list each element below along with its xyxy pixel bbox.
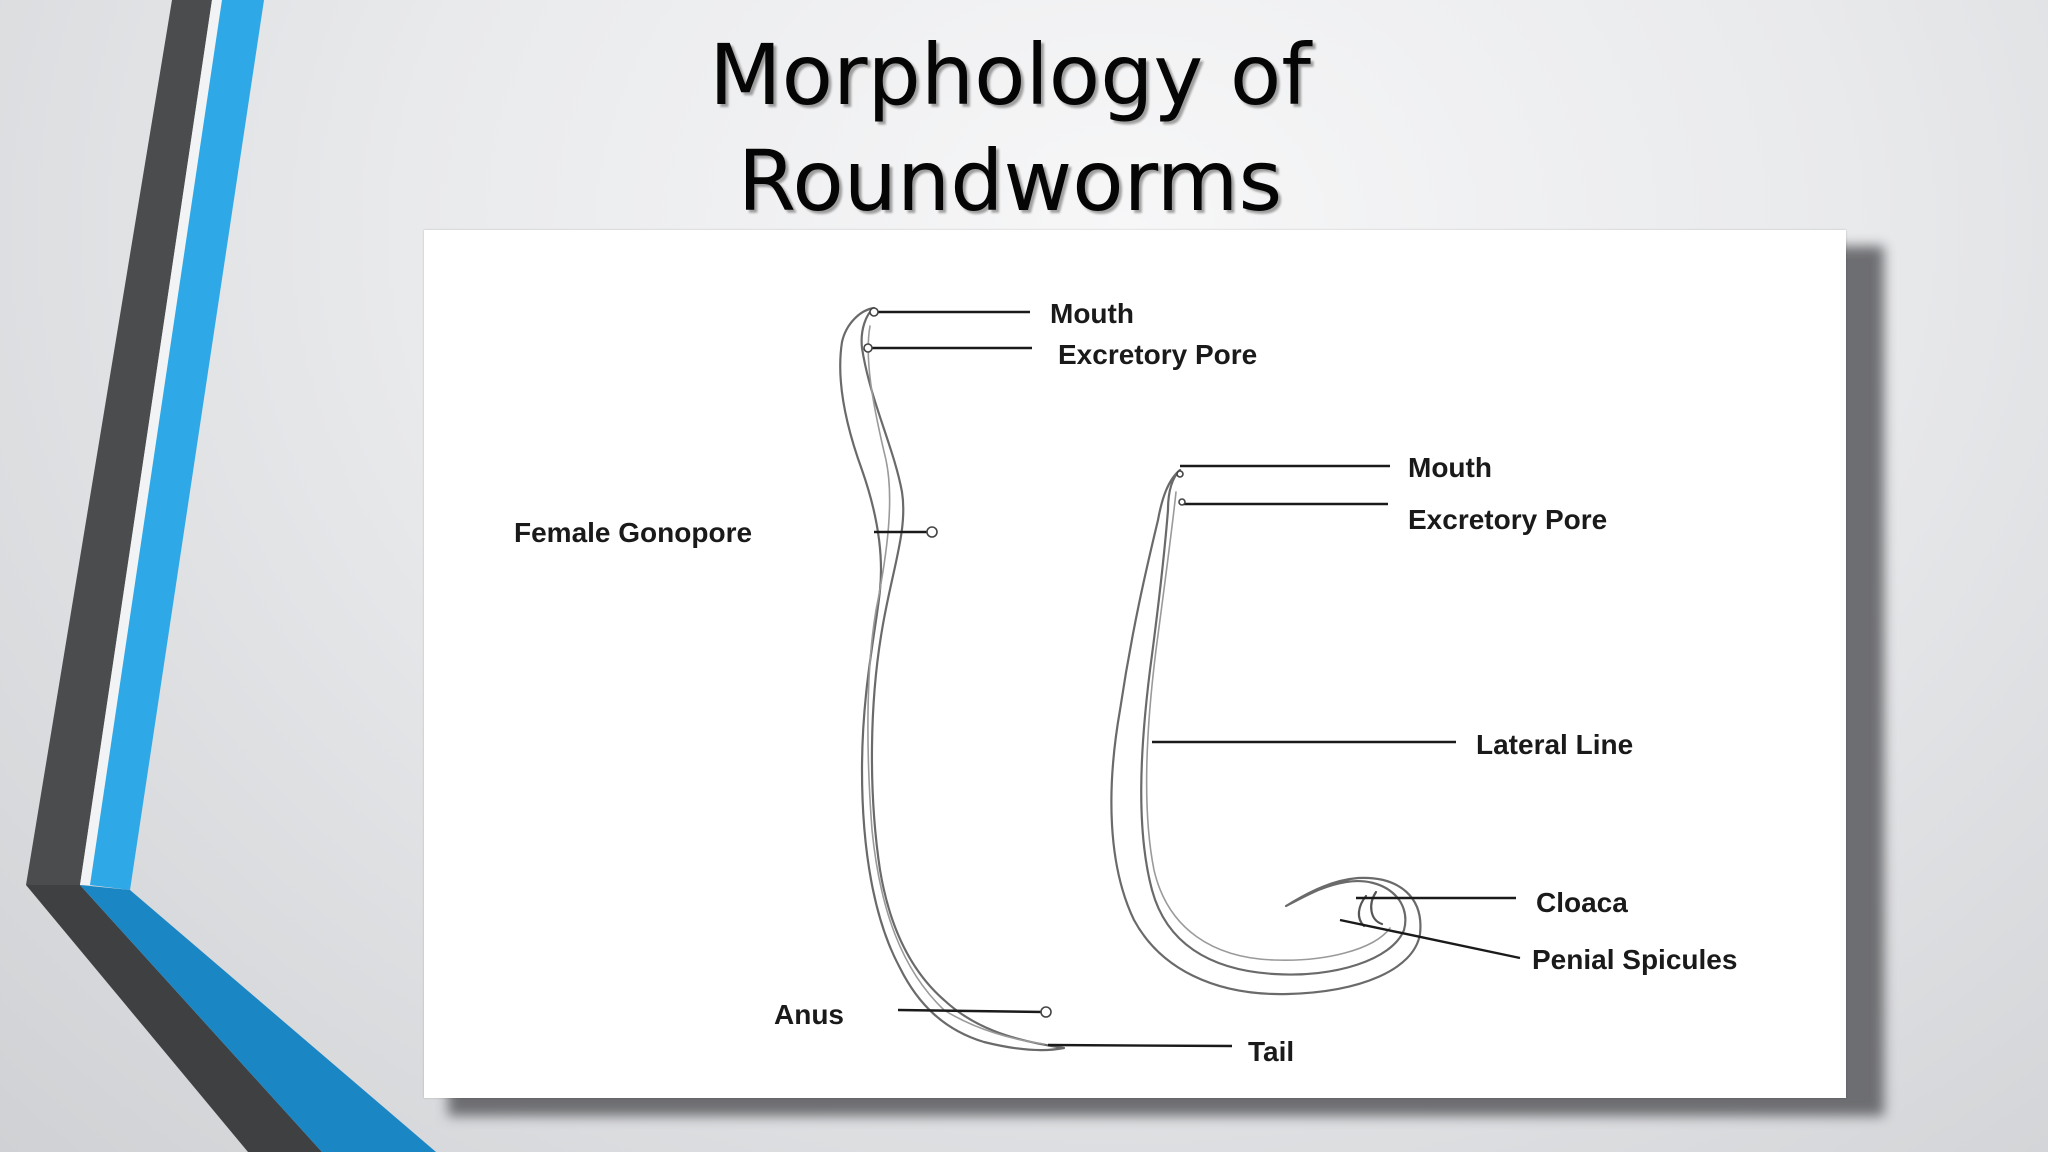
female-excretory-dot (863, 343, 873, 353)
label-male-penial-spicules: Penial Spicules (1532, 944, 1737, 975)
label-male-excretory-pore: Excretory Pore (1408, 504, 1607, 535)
blue-chevron (80, 885, 436, 1152)
page-title: Morphology of Roundworms (560, 22, 1460, 234)
dark-chevron (26, 885, 322, 1152)
label-female-excretory-pore: Excretory Pore (1058, 339, 1257, 370)
label-male-mouth: Mouth (1408, 452, 1492, 483)
label-male-cloaca: Cloaca (1536, 887, 1628, 918)
female-worm-inner-line (867, 325, 1045, 1045)
male-worm-body (1110, 468, 1422, 996)
roundworm-diagram: Mouth Excretory Pore Female Gonopore Anu… (424, 230, 1846, 1098)
title-line-1: Morphology of (709, 26, 1311, 124)
female-gonopore-dot (926, 526, 938, 538)
blue-stripe (90, 0, 264, 890)
label-male-lateral-line: Lateral Line (1476, 729, 1633, 760)
male-mouth-dot (1176, 470, 1184, 478)
leader-female-tail (1047, 1043, 1233, 1048)
leader-male-spicules (1339, 918, 1521, 960)
dark-stripe (26, 0, 212, 885)
label-female-anus: Anus (774, 999, 844, 1030)
title-line-2: Roundworms (737, 132, 1283, 230)
female-anus-dot (1040, 1006, 1052, 1018)
white-stripe (80, 0, 222, 885)
female-worm-body (839, 306, 1066, 1052)
female-mouth-dot (869, 307, 879, 317)
male-worm-inner-line (1145, 491, 1391, 962)
male-excretory-dot (1178, 498, 1186, 506)
label-female-tail: Tail (1248, 1036, 1294, 1067)
label-female-mouth: Mouth (1050, 298, 1134, 329)
leader-female-anus (897, 1008, 1045, 1014)
label-female-gonopore: Female Gonopore (514, 517, 752, 548)
